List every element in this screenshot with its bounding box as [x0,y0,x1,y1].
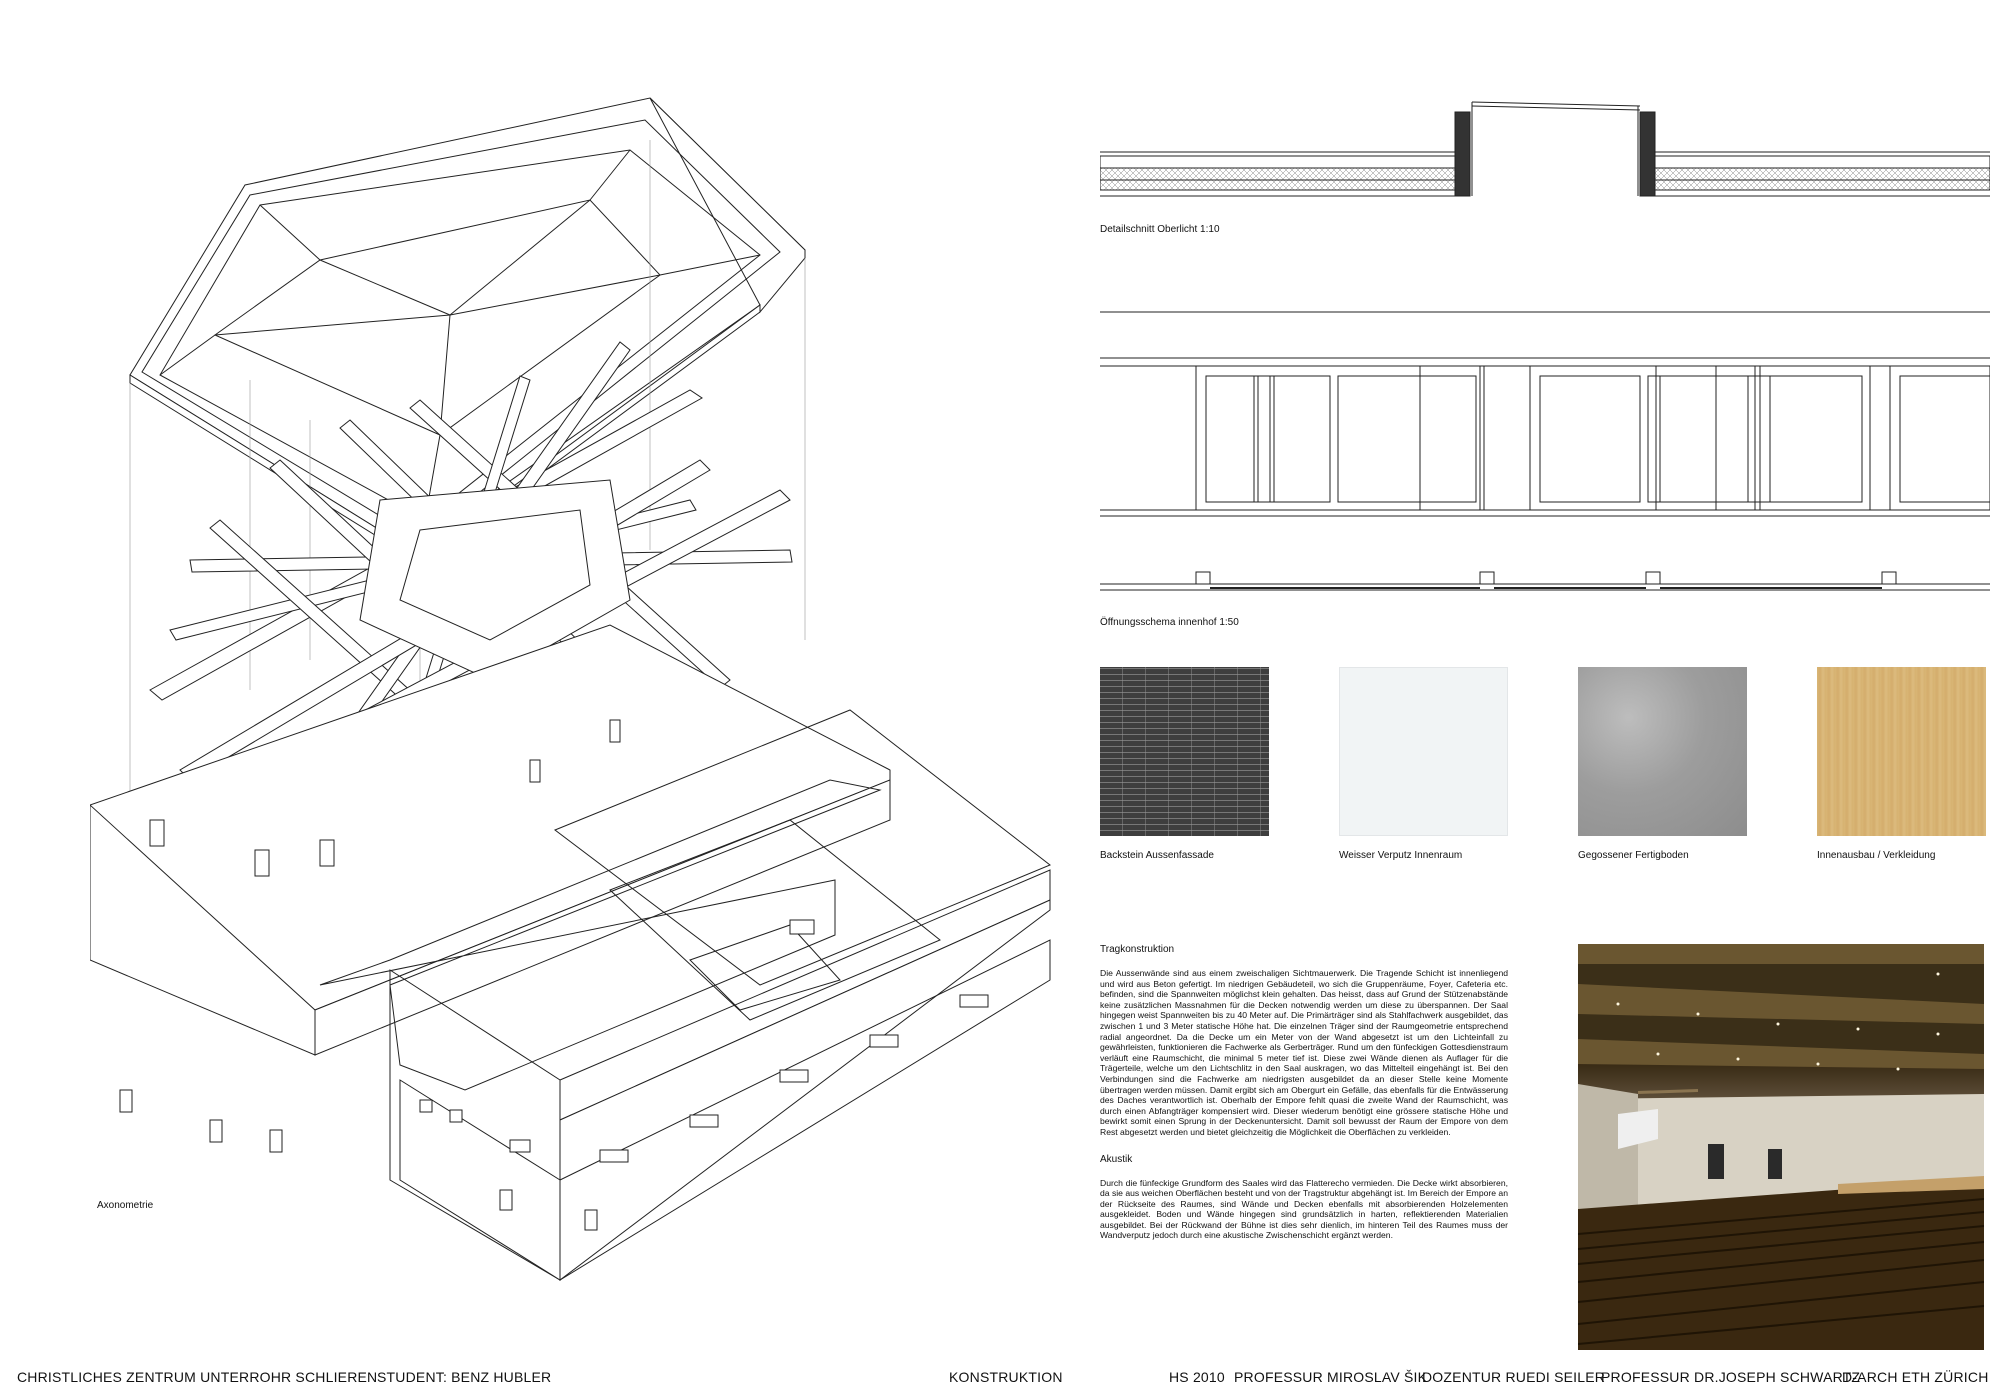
section-body-tragkonstruktion: Die Aussenwände sind aus einem zweischal… [1100,968,1508,1137]
axonometry-caption: Axonometrie [97,1200,154,1211]
material-label-3: Gegossener Fertigboden [1578,850,1689,861]
material-swatch-concrete [1578,667,1747,836]
material-swatch-wood [1817,667,1986,836]
material-swatch-plaster [1339,667,1508,836]
footer-topic: KONSTRUKTION [949,1369,1063,1385]
footer-student: STUDENT: BENZ HUBLER [377,1369,552,1385]
material-label-4: Innenausbau / Verkleidung [1817,850,1936,861]
footer-semester: HS 2010 [1169,1369,1225,1385]
section-body-akustik: Durch die fünfeckige Grundform des Saale… [1100,1177,1508,1241]
footer-lecturer: DOZENTUR RUEDI SEILER [1422,1369,1606,1385]
interior-render [1578,944,1984,1350]
footer-professor-2: PROFESSUR DR.JOSEPH SCHWARTZ [1601,1369,1861,1385]
text-column: Tragkonstruktion Die Aussenwände sind au… [1100,944,1508,1241]
opening-scheme-drawing [1100,311,1990,591]
material-swatch-brick [1100,667,1269,836]
footer-professor-1: PROFESSUR MIROSLAV ŠIK [1234,1369,1428,1385]
opening-caption: Öffnungsschema innenhof 1:50 [1100,617,1239,628]
section-title-tragkonstruktion: Tragkonstruktion [1100,944,1175,955]
section-caption: Detailschnitt Oberlicht 1:10 [1100,224,1220,235]
footer-institution: D-ARCH ETH ZÜRICH [1842,1369,1989,1385]
interior-render-graphic [1578,944,1984,1350]
footer-project: CHRISTLICHES ZENTRUM UNTERROHR SCHLIEREN [17,1369,378,1385]
detail-section-drawing [1100,101,1990,197]
section-title-akustik: Akustik [1100,1153,1133,1165]
material-label-1: Backstein Aussenfassade [1100,850,1214,861]
material-label-2: Weisser Verputz Innenraum [1339,850,1463,861]
axonometric-drawing [90,97,1051,1282]
